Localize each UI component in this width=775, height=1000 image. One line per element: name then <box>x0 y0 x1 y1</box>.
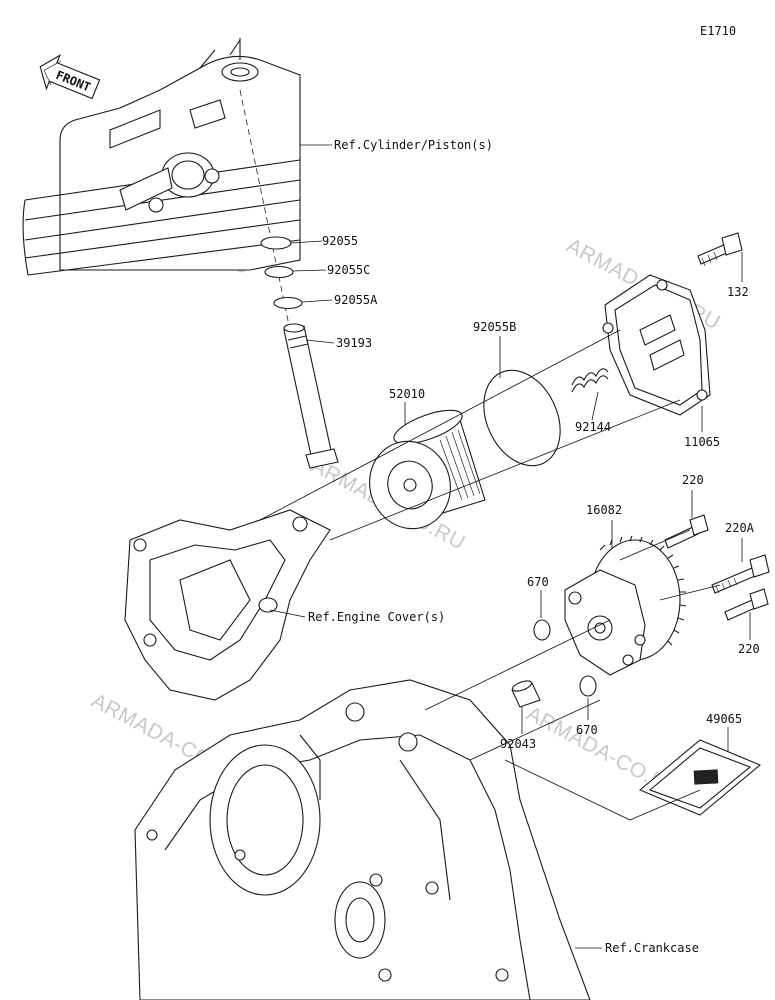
label-670-left: 670 <box>527 575 549 589</box>
ref-cylinder: Ref.Cylinder/Piston(s) <box>334 138 493 152</box>
label-16082: 16082 <box>586 503 622 517</box>
cylinder-drawing <box>22 38 301 276</box>
o-ring-92055c <box>264 265 294 279</box>
bolt-220-bottom <box>724 588 769 621</box>
bolt-220-top <box>664 514 709 549</box>
o-ring-92055 <box>260 236 292 250</box>
o-ring-92055a <box>273 296 303 310</box>
label-220a: 220A <box>725 521 755 535</box>
label-92055c: 92055C <box>327 263 370 277</box>
oil-pipe-39193 <box>283 323 339 469</box>
label-670-right: 670 <box>576 723 598 737</box>
reference-labels: Ref.Cylinder/Piston(s) Ref.Engine Cover(… <box>308 138 699 955</box>
label-49065: 49065 <box>706 712 742 726</box>
engine-cover-drawing <box>124 509 331 701</box>
oil-filter-52010 <box>369 409 486 530</box>
part-labels: 92055 92055C 92055A 39193 92055B 52010 9… <box>322 234 760 751</box>
crankcase-drawing <box>134 679 591 1000</box>
label-92144: 92144 <box>575 420 611 434</box>
label-220-top: 220 <box>682 473 704 487</box>
label-49065 <box>638 739 762 816</box>
front-arrow-icon: FRONT <box>39 54 101 100</box>
label-92055b: 92055B <box>473 320 516 334</box>
bolt-220a <box>711 554 770 594</box>
label-92055a: 92055A <box>334 293 378 307</box>
assembly-lines <box>259 329 721 821</box>
o-ring-670-right <box>579 675 597 697</box>
label-39193: 39193 <box>336 336 372 350</box>
label-92043: 92043 <box>500 737 536 751</box>
ref-crankcase: Ref.Crankcase <box>605 941 699 955</box>
label-220-bottom: 220 <box>738 642 760 656</box>
label-92055: 92055 <box>322 234 358 248</box>
leader-lines <box>269 144 751 949</box>
label-132: 132 <box>727 285 749 299</box>
spring-92144 <box>571 368 609 393</box>
label-52010: 52010 <box>389 387 425 401</box>
o-ring-670-left <box>533 619 551 641</box>
oil-filter-cover-11065 <box>602 274 711 416</box>
bolt-132 <box>697 232 743 267</box>
alignment-dashed-line <box>239 89 291 331</box>
oil-pump-16082 <box>564 535 687 676</box>
ref-engine-cover: Ref.Engine Cover(s) <box>308 610 445 624</box>
diagram-code: E1710 <box>700 24 736 38</box>
o-ring-92055b <box>483 369 561 467</box>
dowel-pin-92043 <box>511 680 541 708</box>
label-11065: 11065 <box>684 435 720 449</box>
